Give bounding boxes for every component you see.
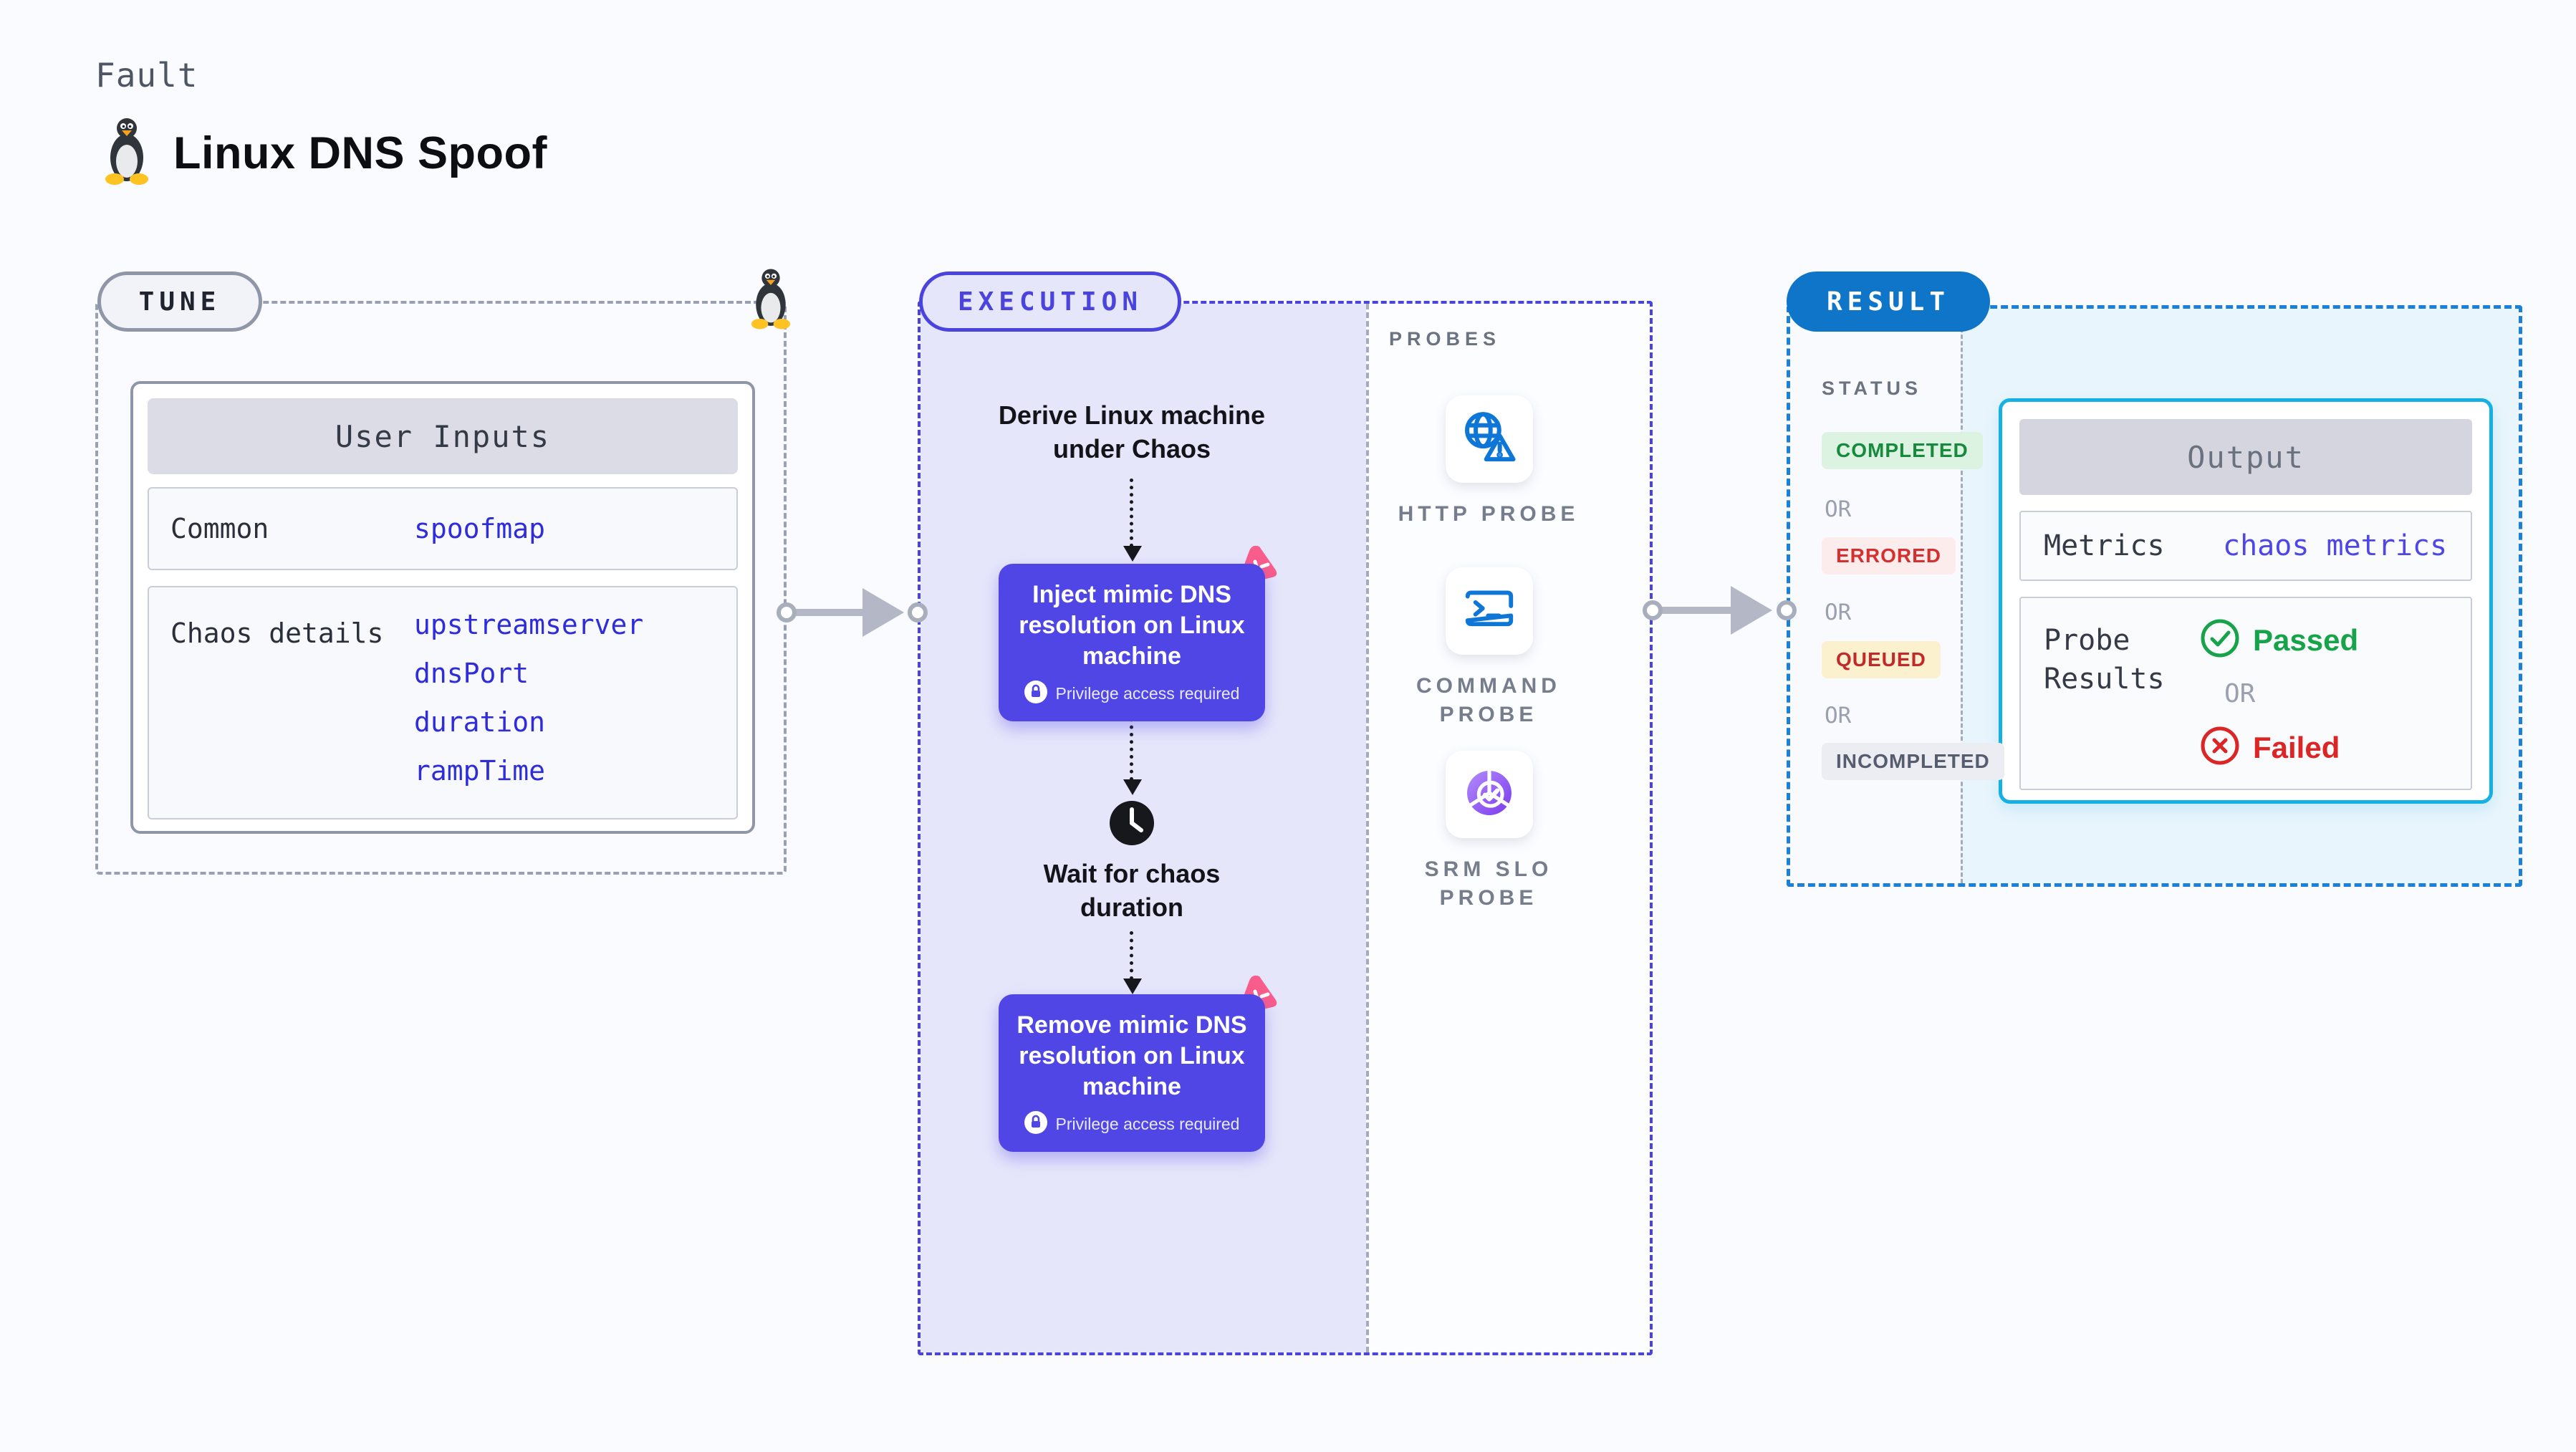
- globe-warning-icon: [1458, 407, 1520, 472]
- probes-panel: PROBES HTTP PROBE: [1366, 304, 1650, 1352]
- output-card: Output Metrics chaos metrics Probe Resul…: [1999, 398, 2493, 804]
- connector-endpoint: [777, 602, 797, 622]
- remove-step-title: Remove mimic DNS resolution on Linux mac…: [1017, 1011, 1247, 1100]
- chaos-detail-value: dnsPort: [414, 658, 529, 689]
- tune-pill[interactable]: TUNE: [97, 271, 262, 332]
- chaos-detail-value: rampTime: [414, 755, 546, 787]
- or-separator: OR: [1825, 703, 1852, 729]
- fault-kicker: Fault: [95, 56, 198, 95]
- lock-icon: [1024, 1111, 1047, 1138]
- common-value: spoofmap: [414, 513, 546, 544]
- remove-step-box[interactable]: Remove mimic DNS resolution on Linux mac…: [999, 994, 1265, 1152]
- srm-slo-probe-card[interactable]: [1446, 751, 1533, 838]
- status-title: STATUS: [1822, 378, 1922, 399]
- status-badge-errored: ERRORED: [1822, 537, 1956, 574]
- flow-arrow-down: [1123, 479, 1142, 562]
- page-title: Linux DNS Spoof: [173, 128, 547, 178]
- command-probe-label: COMMAND PROBE: [1416, 674, 1561, 726]
- probe-results-label: Probe Results: [2044, 624, 2165, 696]
- common-label: Common: [170, 513, 269, 544]
- probe-results-row: Probe Results Passed OR: [2019, 597, 2472, 790]
- output-title: Output: [2019, 419, 2472, 495]
- http-probe-card[interactable]: [1446, 395, 1533, 483]
- status-badge-completed: COMPLETED: [1822, 432, 1983, 469]
- chaos-detail-value: duration: [414, 706, 546, 738]
- chaos-details-row: Chaos details upstreamserver dnsPort dur…: [148, 586, 738, 819]
- passed-check-icon: [2200, 618, 2240, 662]
- http-probe-label: HTTP PROBE: [1398, 502, 1580, 526]
- or-separator: OR: [2224, 679, 2256, 708]
- user-inputs-title: User Inputs: [148, 398, 738, 474]
- passed-label: Passed: [2253, 622, 2359, 657]
- privilege-note: Privilege access required: [1055, 684, 1240, 703]
- privilege-note: Privilege access required: [1055, 1115, 1240, 1133]
- lock-icon: [1024, 681, 1047, 707]
- or-separator: OR: [1825, 600, 1852, 625]
- slo-donut-check-icon: [1458, 762, 1520, 827]
- result-pill[interactable]: RESULT: [1787, 271, 1990, 332]
- probes-title: PROBES: [1389, 328, 1501, 350]
- page-header: Linux DNS Spoof: [105, 116, 547, 190]
- status-column: STATUS: [1790, 309, 1961, 883]
- execution-pill[interactable]: EXECUTION: [919, 271, 1181, 332]
- inject-step-title: Inject mimic DNS resolution on Linux mac…: [1019, 581, 1245, 670]
- common-inputs-row: Common spoofmap: [148, 487, 738, 570]
- status-badge-incompleted: INCOMPLETED: [1822, 743, 2004, 780]
- connector-arrowhead: [1731, 586, 1772, 635]
- user-inputs-card: User Inputs Common spoofmap Chaos detail…: [130, 381, 755, 834]
- metrics-label: Metrics: [2044, 529, 2165, 562]
- flow-arrow-down: [1123, 931, 1142, 994]
- metrics-row: Metrics chaos metrics: [2019, 511, 2472, 581]
- chaos-details-label: Chaos details: [170, 617, 384, 649]
- wait-step-label: Wait for chaos duration: [1043, 859, 1221, 922]
- or-separator: OR: [1825, 496, 1852, 522]
- status-badge-queued: QUEUED: [1822, 641, 1941, 678]
- tune-tux-penguin-icon: [751, 266, 791, 335]
- execution-section: PROBES HTTP PROBE: [918, 301, 1653, 1355]
- connector-endpoint: [908, 602, 928, 622]
- derive-step-label: Derive Linux machine under Chaos: [998, 400, 1266, 463]
- srm-slo-probe-label: SRM SLO PROBE: [1424, 857, 1553, 910]
- connector-endpoint: [1643, 600, 1663, 620]
- connector-arrowhead: [862, 588, 904, 637]
- tune-section: [95, 301, 787, 875]
- connector-tune-execution: [791, 609, 864, 616]
- metrics-value: chaos metrics: [2223, 529, 2448, 562]
- inject-step-box[interactable]: Inject mimic DNS resolution on Linux mac…: [999, 564, 1265, 721]
- flow-arrow-down: [1123, 711, 1142, 795]
- connector-execution-result: [1658, 607, 1732, 614]
- terminal-icon: [1459, 580, 1519, 643]
- tux-penguin-icon: [105, 116, 149, 190]
- clock-icon: [1108, 799, 1155, 850]
- chaos-detail-value: upstreamserver: [414, 609, 644, 640]
- failed-label: Failed: [2253, 730, 2340, 764]
- connector-endpoint: [1777, 600, 1797, 620]
- failed-x-icon: [2200, 726, 2240, 769]
- command-probe-card[interactable]: [1446, 567, 1533, 655]
